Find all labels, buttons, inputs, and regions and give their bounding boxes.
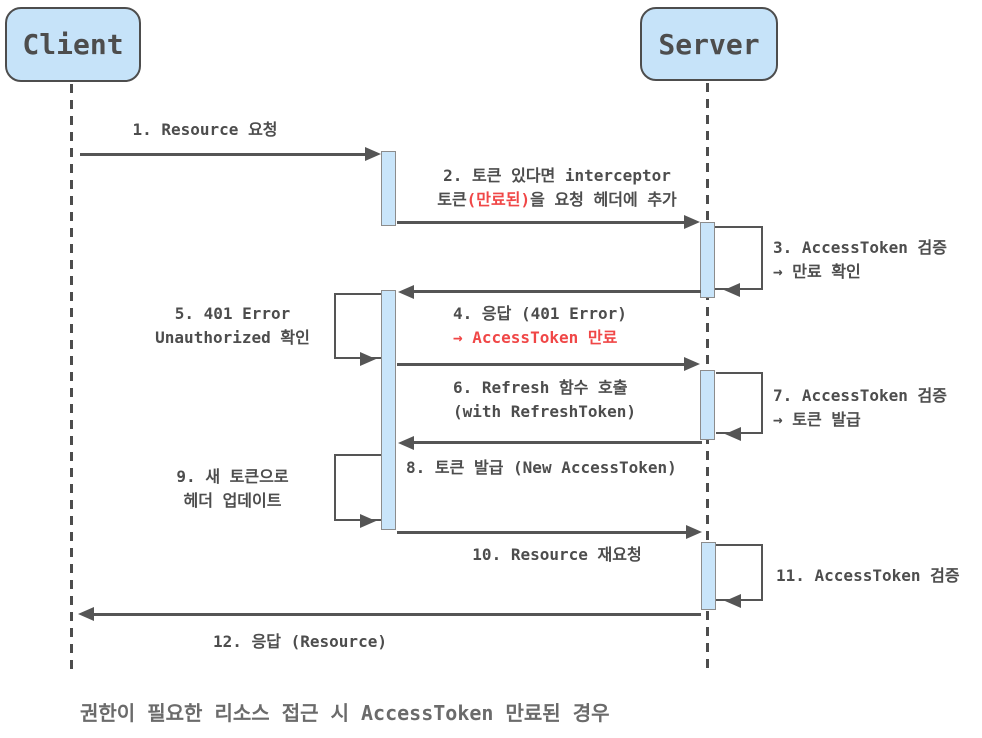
message-8-text: 8. 토큰 발급 (New AccessToken) [406, 458, 677, 477]
message-6-line1: 6. Refresh 함수 호출 [453, 378, 628, 397]
arrow-12-line [94, 613, 701, 616]
self-loop-3 [715, 226, 763, 290]
message-2-line1: 2. 토큰 있다면 interceptor [443, 166, 671, 185]
arrow-10-head-icon [686, 525, 702, 539]
self-loop-5-arrowhead-icon [360, 352, 376, 366]
message-9-label: 9. 새 토큰으로 헤더 업데이트 [130, 465, 335, 513]
self-loop-7 [716, 372, 763, 434]
message-8-label: 8. 토큰 발급 (New AccessToken) [406, 456, 677, 480]
message-4-line1: 4. 응답 (401 Error) [453, 304, 627, 323]
actor-server-label: Server [658, 27, 760, 61]
message-3-label: 3. AccessToken 검증 → 만료 확인 [773, 236, 947, 284]
message-11-text: 11. AccessToken 검증 [776, 566, 960, 585]
self-loop-7-arrowhead-icon [725, 427, 741, 441]
arrow-4-head-icon [398, 285, 414, 299]
message-5-label: 5. 401 Error Unauthorized 확인 [125, 302, 340, 350]
message-9-line1: 9. 새 토큰으로 [176, 467, 289, 486]
message-3-line1: 3. AccessToken 검증 [773, 238, 947, 257]
arrow-6-line [397, 363, 685, 366]
message-6-line2: (with RefreshToken) [453, 402, 637, 421]
message-7-line2: → 토큰 발급 [773, 410, 861, 429]
message-2-label: 2. 토큰 있다면 interceptor 토큰(만료된)을 요청 헤더에 추가 [407, 164, 707, 212]
message-2-expired-highlight: (만료된) [466, 190, 531, 209]
self-loop-3-arrowhead-icon [724, 283, 740, 297]
message-7-label: 7. AccessToken 검증 → 토큰 발급 [773, 384, 947, 432]
message-6-label: 6. Refresh 함수 호출 (with RefreshToken) [453, 376, 636, 424]
message-3-line2: → 만료 확인 [773, 262, 861, 281]
message-5-line1: 5. 401 Error [174, 304, 291, 323]
message-2-line2: 토큰(만료된)을 요청 헤더에 추가 [437, 190, 677, 209]
diagram-caption: 권한이 필요한 리소스 접근 시 AccessToken 만료된 경우 [80, 701, 610, 725]
arrow-8-line [414, 441, 702, 444]
arrow-10-line [397, 531, 687, 534]
activation-bar-server-1 [700, 222, 715, 298]
message-4-label: 4. 응답 (401 Error) → AccessToken 만료 [453, 302, 627, 350]
arrow-6-head-icon [684, 357, 700, 371]
arrow-1-head-icon [365, 147, 381, 161]
self-loop-11-arrowhead-icon [725, 594, 741, 608]
message-1-text: 1. Resource 요청 [132, 120, 278, 139]
activation-bar-server-3 [701, 542, 716, 610]
activation-bar-client-interceptor [381, 151, 396, 226]
arrow-12-head-icon [78, 607, 94, 621]
self-loop-5 [334, 293, 381, 359]
activation-bar-client-long [381, 290, 396, 530]
message-10-text: 10. Resource 재요청 [472, 545, 642, 564]
message-12-text: 12. 응답 (Resource) [213, 632, 387, 651]
arrow-2-head-icon [684, 215, 700, 229]
message-9-line2: 헤더 업데이트 [183, 491, 282, 510]
message-10-label: 10. Resource 재요청 [407, 543, 707, 567]
actor-server-box: Server [640, 7, 778, 81]
self-loop-11 [716, 544, 763, 601]
message-11-label: 11. AccessToken 검증 [776, 564, 960, 588]
client-lifeline [70, 84, 73, 672]
arrow-8-head-icon [398, 436, 414, 450]
actor-client-label: Client [22, 28, 124, 61]
arrow-2-line [397, 221, 685, 224]
message-5-line2: Unauthorized 확인 [155, 328, 310, 347]
message-12-label: 12. 응답 (Resource) [170, 630, 430, 654]
arrow-4-line [414, 290, 701, 293]
arrow-1-line [80, 153, 366, 156]
self-loop-9-arrowhead-icon [360, 514, 376, 528]
message-7-line1: 7. AccessToken 검증 [773, 386, 947, 405]
actor-client-box: Client [5, 7, 141, 82]
self-loop-9 [334, 454, 381, 521]
activation-bar-server-2 [700, 370, 715, 440]
message-1-label: 1. Resource 요청 [85, 118, 325, 142]
message-4-expired-highlight: → AccessToken 만료 [453, 328, 618, 347]
